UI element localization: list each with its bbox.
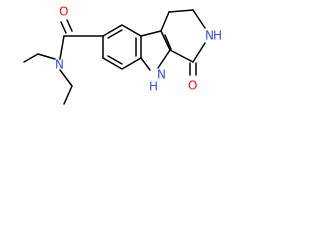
amide-oxygen-label: O: [59, 5, 68, 19]
bond-ethyl2-ch2: [59, 69, 73, 87]
bond-pip-5: [169, 49, 194, 63]
lactam-nitrogen-label: N: [205, 29, 214, 43]
bond-benz-inner-3: [107, 55, 123, 65]
bond-benz-2: [121, 24, 142, 37]
lactam-hydrogen-label: H: [213, 29, 222, 43]
indole-nitrogen-label: N: [157, 68, 166, 82]
bond-pip-3: [192, 9, 206, 29]
bond-pyrrole-1: [140, 30, 162, 37]
bond-benz-1: [102, 24, 123, 37]
bond-benz-4: [121, 57, 142, 70]
bond-pyrrole-2b: [164, 34, 172, 50]
molecule-structure: O N N N H H O: [23, 5, 222, 105]
atom-label-layer: O N N N H H O: [55, 5, 222, 94]
indole-hydrogen-label: H: [149, 80, 158, 94]
bond-benz-inner-1: [107, 29, 123, 39]
bond-carbonyl-b: [66, 19, 73, 32]
bond-layer: [23, 9, 206, 105]
lactam-oxygen-label: O: [188, 79, 197, 93]
bond-pip-4: [192, 42, 206, 63]
bond-carbonyl-n: [59, 35, 65, 60]
bond-pyrrole-2: [160, 30, 171, 51]
bond-pyrrole-3: [157, 49, 171, 69]
bond-ethyl1-ch2: [37, 53, 56, 60]
bond-benz-5: [102, 57, 123, 70]
diethylamide-nitrogen-label: N: [55, 58, 64, 72]
bond-pip-2: [168, 9, 194, 13]
bond-carbonyl-a: [60, 21, 67, 34]
bond-pip-1: [160, 11, 170, 32]
bond-pyrrole-4: [140, 57, 151, 71]
bond-ethyl1-ch3: [23, 53, 39, 63]
bond-ethyl2-ch3: [63, 85, 73, 105]
